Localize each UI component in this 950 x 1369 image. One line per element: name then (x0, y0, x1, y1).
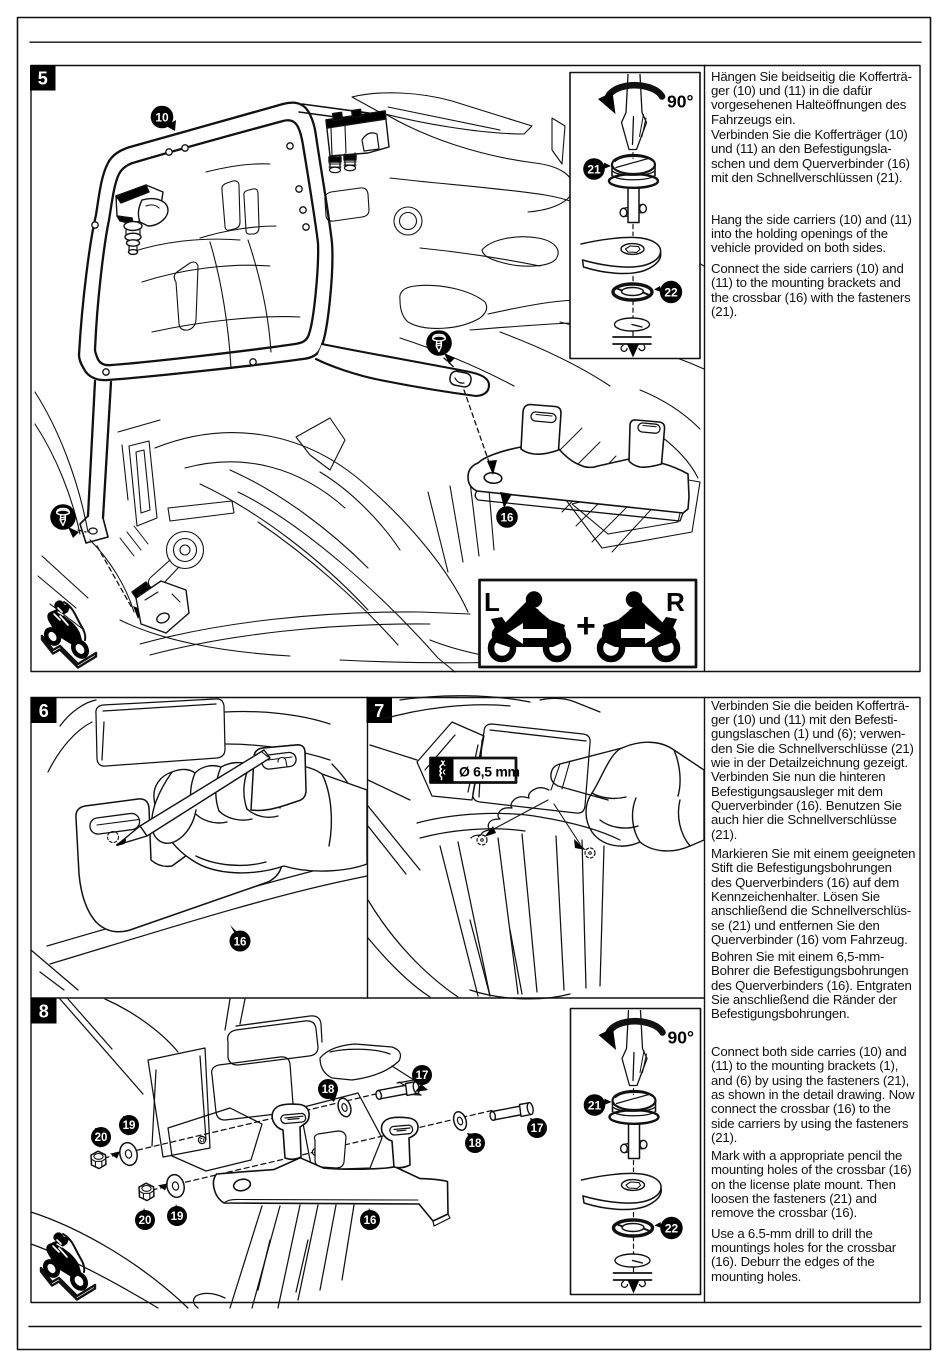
svg-text:10: 10 (155, 111, 169, 125)
svg-text:7: 7 (374, 701, 384, 721)
svg-text:R: R (666, 587, 685, 617)
svg-text:16: 16 (501, 513, 514, 525)
svg-text:Ø 6,5 mm: Ø 6,5 mm (459, 764, 520, 780)
svg-text:19: 19 (171, 1211, 184, 1223)
svg-text:6: 6 (39, 701, 49, 721)
svg-text:20: 20 (95, 1132, 108, 1144)
svg-text:16: 16 (234, 937, 247, 949)
svg-text:16: 16 (364, 1215, 377, 1227)
svg-text:20: 20 (139, 1215, 152, 1227)
svg-text:19: 19 (123, 1120, 136, 1132)
svg-text:L: L (484, 587, 500, 617)
svg-text:17: 17 (531, 1123, 544, 1135)
svg-text:8: 8 (39, 1002, 49, 1022)
svg-text:18: 18 (322, 1084, 335, 1096)
svg-text:5: 5 (38, 69, 48, 89)
svg-text:17: 17 (416, 1070, 429, 1082)
svg-text:+: + (576, 607, 596, 645)
svg-text:18: 18 (469, 1138, 482, 1150)
